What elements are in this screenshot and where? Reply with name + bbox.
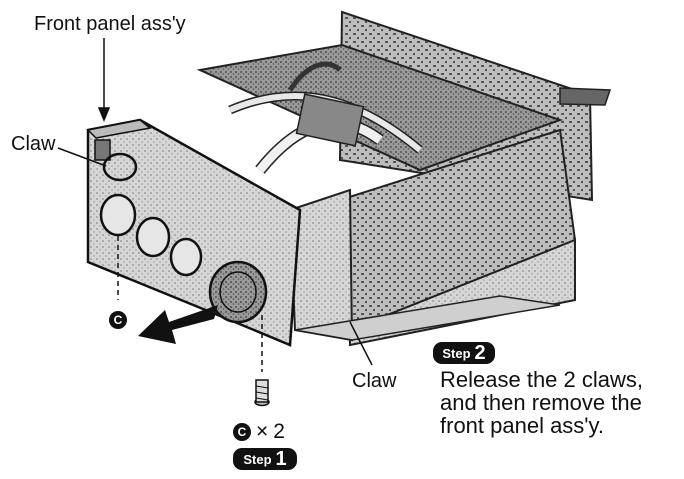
claw-marker-circle xyxy=(102,152,138,182)
step2-word: Step xyxy=(442,345,471,361)
screw-c-icon: C xyxy=(233,423,251,441)
indicator-window xyxy=(94,139,111,161)
button-1 xyxy=(99,193,137,237)
step2-badge: Step 2 xyxy=(433,342,495,364)
removal-direction-arrow xyxy=(138,305,218,344)
step2-line-1: Release the 2 claws, xyxy=(440,367,643,392)
step1-badge: Step 1 xyxy=(233,448,297,470)
label-claw-bottom: Claw xyxy=(352,370,397,392)
step2-instructions: Release the 2 claws, and then remove the… xyxy=(440,368,643,437)
label-front-panel-assy: Front panel ass'y xyxy=(34,13,186,35)
screw-quantity: C × 2 xyxy=(233,420,285,444)
step1-number: 1 xyxy=(275,447,287,470)
step2-line-3: front panel ass'y. xyxy=(440,413,604,438)
leader-claw-top xyxy=(57,147,107,167)
screw-count: 2 xyxy=(273,420,285,443)
front-panel-assembly xyxy=(86,118,302,347)
step2-number: 2 xyxy=(474,341,486,364)
callout-c-icon: C xyxy=(109,311,127,329)
screw-icon xyxy=(254,379,270,407)
screw-times-sign: × xyxy=(256,420,269,443)
button-3 xyxy=(169,237,203,277)
step1-word: Step xyxy=(243,451,272,467)
step2-line-2: and then remove the xyxy=(440,390,642,415)
leader-front-panel-arrowhead xyxy=(97,107,111,122)
leader-claw-bottom xyxy=(349,321,373,366)
button-2 xyxy=(135,216,171,258)
label-claw-top: Claw xyxy=(11,133,56,155)
leader-lines xyxy=(57,38,373,372)
chassis-interior xyxy=(196,43,564,174)
volume-knob xyxy=(208,260,268,324)
